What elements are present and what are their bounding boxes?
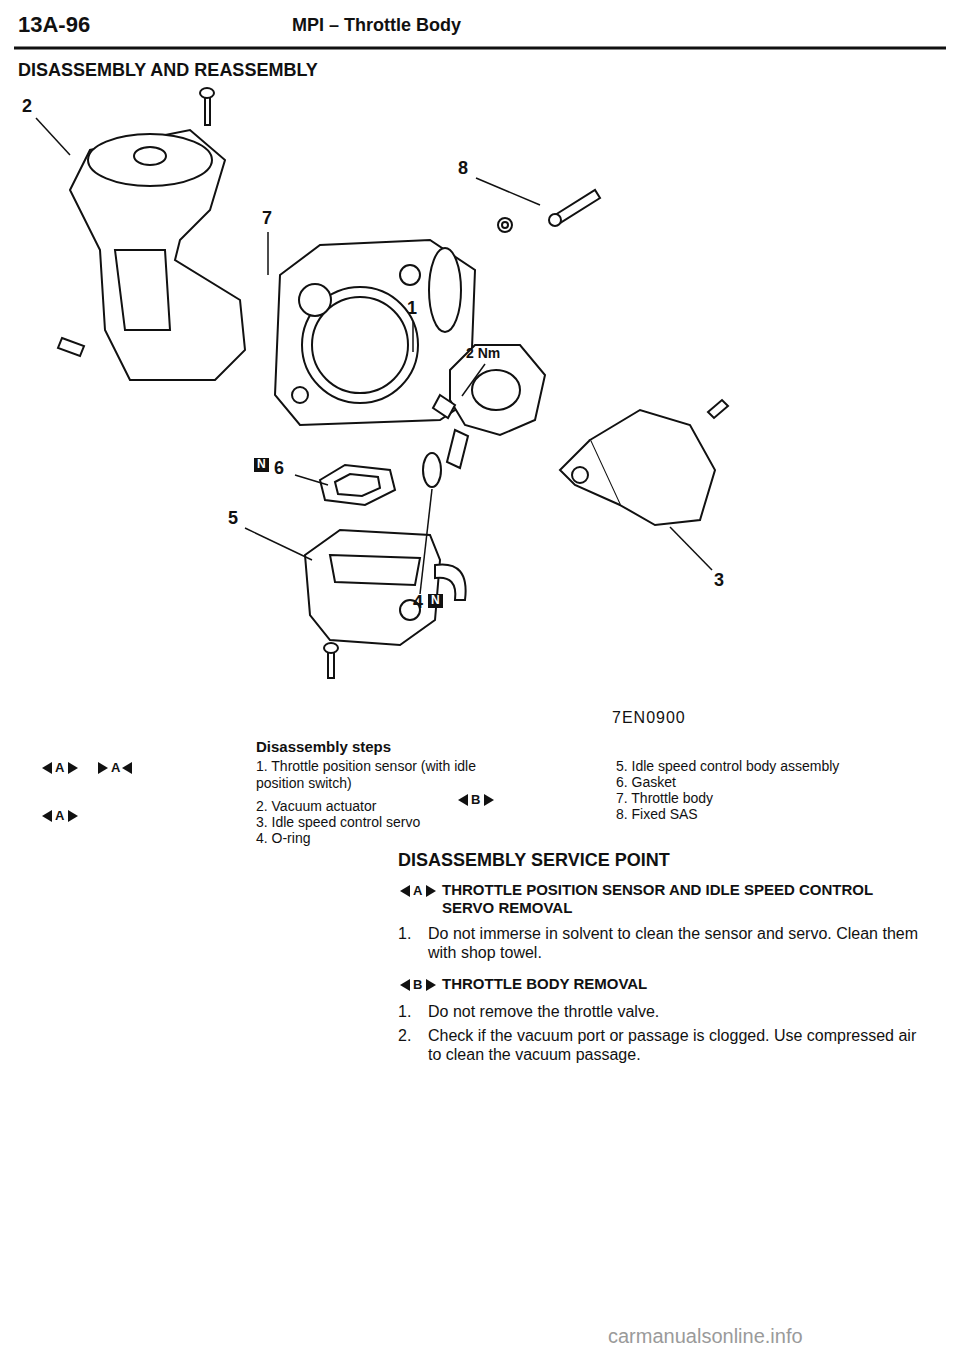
leader-lines — [36, 118, 712, 594]
rule — [14, 47, 946, 49]
service-note: Do not remove the throttle valve. — [428, 1002, 928, 1021]
service-mark: B — [413, 977, 422, 993]
torque-spec: 2 Nm — [466, 345, 500, 362]
callout-number: 7 — [262, 208, 272, 230]
callout-number: 6 — [274, 458, 284, 480]
callout-number: 4 — [413, 592, 423, 614]
throttle-position-sensor — [433, 345, 545, 468]
service-mark: A — [413, 883, 422, 899]
step-item: 5. Idle speed control body assembly — [616, 758, 839, 775]
service-mark: A — [55, 808, 64, 824]
callout-number: 1 — [407, 298, 417, 320]
step-item: 4. O-ring — [256, 830, 310, 847]
service-heading: THROTTLE BODY REMOVAL — [442, 975, 647, 993]
service-note: Check if the vacuum port or passage is c… — [428, 1026, 928, 1064]
list-heading: Disassembly steps — [256, 738, 391, 756]
watermark: carmanualsonline.info — [608, 1324, 803, 1348]
new-part-mark: N — [428, 594, 443, 608]
service-mark: B — [471, 792, 480, 808]
step-item: 3. Idle speed control servo — [256, 814, 420, 831]
page-number: 13A-96 — [18, 12, 90, 38]
item-number: 1. — [398, 1002, 411, 1021]
service-heading: THROTTLE POSITION SENSOR AND IDLE SPEED … — [442, 881, 912, 917]
throttle-body — [275, 240, 475, 425]
section-heading: DISASSEMBLY SERVICE POINT — [398, 850, 670, 872]
item-number: 1. — [398, 924, 411, 943]
section-heading: DISASSEMBLY AND REASSEMBLY — [18, 60, 318, 82]
step-item: 7. Throttle body — [616, 790, 713, 807]
service-note: Do not immerse in solvent to clean the s… — [428, 924, 928, 962]
fixed-sas — [498, 190, 600, 232]
step-item: 8. Fixed SAS — [616, 806, 698, 823]
idle-speed-control-servo — [560, 400, 728, 525]
step-item: 1. Throttle position sensor (with idle p… — [256, 758, 506, 792]
callout-number: 3 — [714, 570, 724, 592]
step-item: 6. Gasket — [616, 774, 676, 791]
marker-triangles — [42, 762, 494, 991]
callout-number: 5 — [228, 508, 238, 530]
service-mark: A — [55, 760, 64, 776]
callout-number: 8 — [458, 158, 468, 180]
idle-speed-control-body — [305, 530, 466, 678]
vacuum-actuator — [58, 88, 245, 380]
item-number: 2. — [398, 1026, 411, 1045]
gasket — [320, 465, 395, 505]
new-part-mark: N — [254, 458, 269, 472]
callout-number: 2 — [22, 96, 32, 118]
o-ring — [423, 453, 441, 487]
service-mark: A — [111, 760, 120, 776]
figure-code: 7EN0900 — [612, 708, 686, 727]
step-item: 2. Vacuum actuator — [256, 798, 376, 815]
section-header: MPI – Throttle Body — [292, 15, 461, 37]
